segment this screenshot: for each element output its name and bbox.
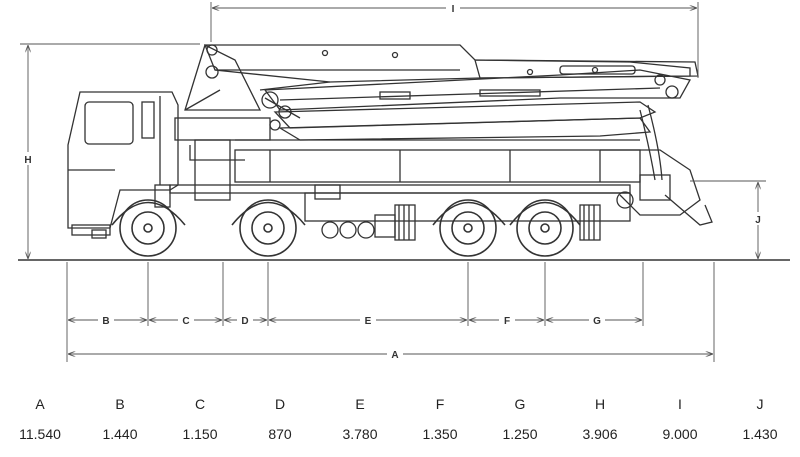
wheel-2: [231, 199, 306, 257]
dim-label-g: G: [593, 316, 601, 327]
spec-value-g: 1.250: [502, 426, 538, 442]
spec-value-f: 1.350: [422, 426, 458, 442]
spec-header-h: H: [594, 396, 606, 412]
spec-table-values: 11.540 1.440 1.150 870 3.780 1.350 1.250…: [0, 426, 800, 448]
truck-drawing: I H J B C D E F G A: [18, 1, 790, 362]
dim-label-e: E: [365, 316, 372, 327]
cab: [67, 91, 179, 239]
spec-header-i: I: [678, 396, 682, 412]
dim-label-h: H: [24, 155, 31, 166]
spec-value-d: 870: [268, 426, 292, 442]
spec-header-b: B: [115, 396, 125, 412]
spec-table-header: A B C D E F G H I J: [0, 396, 800, 418]
spec-value-b: 1.440: [102, 426, 138, 442]
spec-header-f: F: [435, 396, 445, 412]
dimension-labels: I H J B C D E F G A: [20, 1, 766, 361]
spec-header-e: E: [355, 396, 365, 412]
spec-header-c: C: [194, 396, 206, 412]
dim-label-j: J: [755, 215, 761, 226]
spec-value-a: 11.540: [19, 426, 61, 442]
spec-value-e: 3.780: [342, 426, 378, 442]
chassis: [169, 117, 713, 241]
wheels: [111, 199, 581, 257]
dim-label-c: C: [182, 316, 189, 327]
spec-value-i: 9.000: [662, 426, 698, 442]
spec-header-g: G: [514, 396, 526, 412]
spec-value-c: 1.150: [182, 426, 218, 442]
spec-header-a: A: [35, 396, 45, 412]
spec-value-h: 3.906: [582, 426, 618, 442]
spec-header-d: D: [274, 396, 286, 412]
dim-label-d: D: [241, 316, 248, 327]
wheel-4: [509, 199, 581, 257]
dim-label-a: A: [391, 350, 398, 361]
dim-label-f: F: [504, 316, 510, 327]
spec-value-j: 1.430: [742, 426, 778, 442]
spec-header-j: J: [756, 396, 764, 412]
dim-label-b: B: [102, 316, 109, 327]
wheel-1: [111, 199, 186, 257]
wheel-3: [432, 199, 506, 257]
dim-label-i: I: [452, 4, 455, 15]
boom: [184, 44, 699, 181]
